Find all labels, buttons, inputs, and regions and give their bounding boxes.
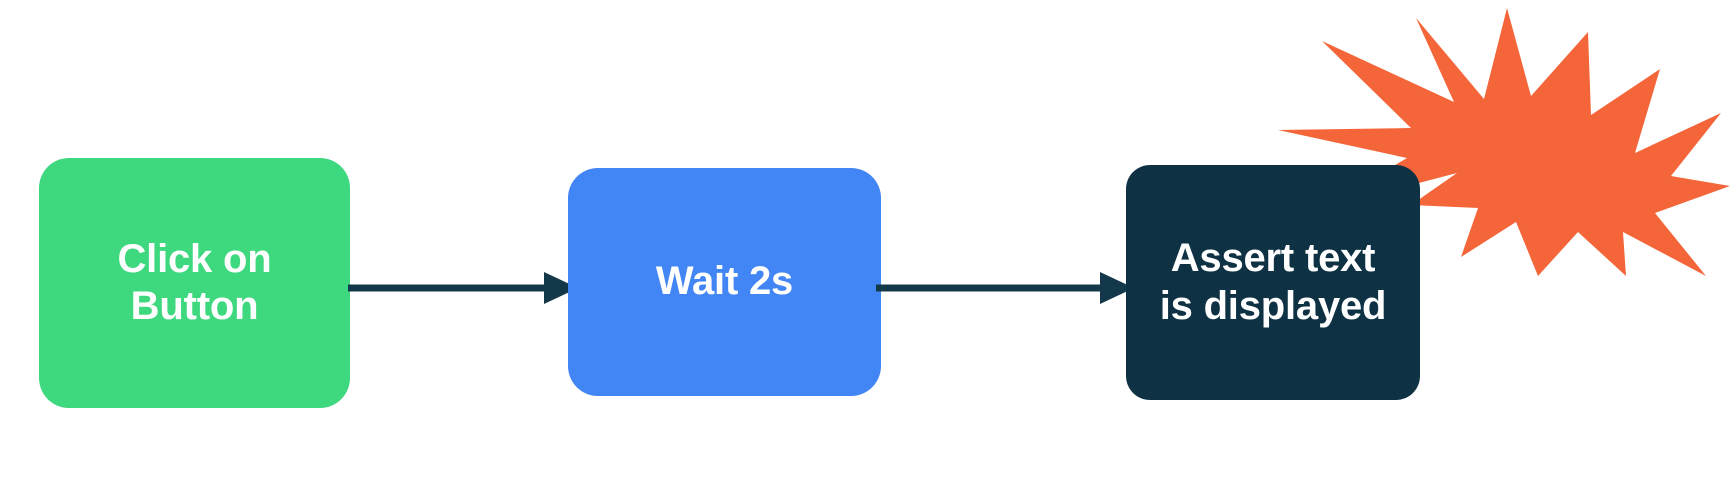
edge-2-svg [876,272,1134,304]
node-assert-text-is-displayed[interactable]: Assert text is displayed [1126,165,1420,400]
edge-1-svg [348,272,578,304]
node-wait-2s[interactable]: Wait 2s [568,168,881,396]
edge-wait-to-assert [876,258,1134,318]
edge-2-arrowhead [1100,272,1134,304]
node-click-on-button-label: Click on Button [117,236,272,328]
edge-1-arrowhead [544,272,578,304]
edge-click-to-wait [348,258,578,318]
node-assert-text-is-displayed-label: Assert text is displayed [1159,236,1387,328]
node-click-on-button[interactable]: Click on Button [39,158,350,408]
node-wait-2s-label: Wait 2s [655,259,794,304]
